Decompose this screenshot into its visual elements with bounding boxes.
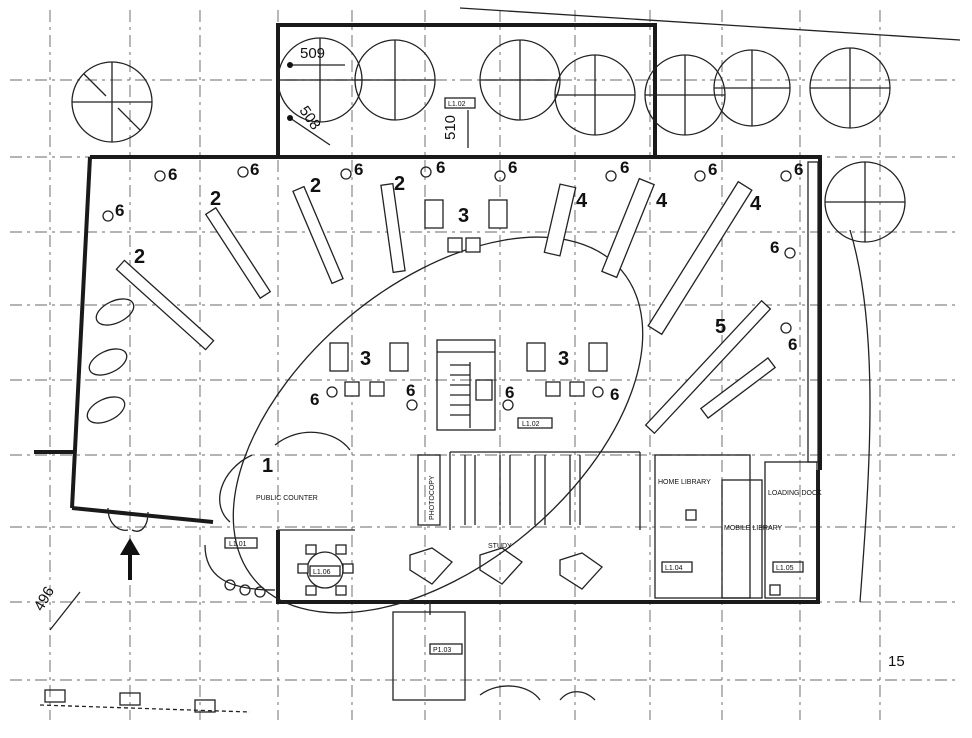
- section-mark-509: 509: [300, 45, 325, 62]
- building-walls: [34, 23, 822, 604]
- zone-number: 6: [505, 383, 514, 402]
- zone-number: 4: [750, 193, 762, 215]
- study-pods: [409, 547, 603, 590]
- photocopy-label: PHOTOCOPY: [429, 475, 436, 520]
- zone-number: 3: [558, 348, 569, 370]
- tree-icon: [644, 54, 726, 136]
- zone-number: 6: [354, 160, 363, 179]
- tree-icon: [71, 61, 153, 143]
- entry-arrow-icon: [120, 538, 140, 580]
- site-curve: [849, 229, 871, 603]
- public-counter-desk: [204, 431, 351, 598]
- public-counter-label: PUBLIC COUNTER: [256, 495, 318, 502]
- zone-number: 6: [610, 385, 619, 404]
- zone-labels: PUBLIC COUNTER PHOTOCOPY STUDY HOME LIBR…: [256, 475, 822, 550]
- section-markers: 509 508 510 496: [31, 45, 469, 631]
- room-tag: P1.03: [433, 647, 451, 654]
- tree-icon: [354, 39, 436, 121]
- zone-number: 2: [134, 246, 145, 268]
- room-tag: L1.01: [229, 541, 247, 548]
- shelving-zone-5: [644, 299, 777, 435]
- zone-numbers: 1 2 2 2 2 3 3 3 4 4 4 5 6 6 6 6 6 6 6 6 …: [115, 158, 803, 477]
- zone-number: 6: [620, 158, 629, 177]
- photocopy-area: [417, 454, 581, 526]
- tree-icon: [809, 47, 891, 129]
- zone-number: 1: [262, 455, 273, 477]
- site-trees: [71, 37, 906, 243]
- room-tags: L1.02 L1.01 L1.02 L1.06 L1.04 L1.05 P1.0…: [224, 97, 804, 655]
- room-tag: L1.02: [448, 101, 466, 108]
- tree-icon: [554, 54, 636, 136]
- site-boundary-line: [459, 7, 961, 41]
- zone-number: 6: [508, 158, 517, 177]
- zone-number: 6: [436, 158, 445, 177]
- tree-icon: [479, 39, 561, 121]
- zone-number: 6: [788, 335, 797, 354]
- zone-number: 6: [310, 390, 319, 409]
- section-mark-496: 496: [31, 584, 58, 614]
- section-mark-510: 510: [442, 115, 459, 140]
- meeting-table: [297, 544, 354, 596]
- table-group-3: [329, 199, 608, 397]
- zone-number: 6: [708, 160, 717, 179]
- room-tag: L1.04: [665, 565, 683, 572]
- zone-number: 2: [394, 173, 405, 195]
- seating-markers: [102, 166, 796, 411]
- mobile-library-label: MOBILE LIBRARY: [724, 525, 783, 532]
- zone-number: 4: [576, 190, 588, 212]
- zone-number: 6: [794, 160, 803, 179]
- zone-number: 6: [406, 381, 415, 400]
- main-entrance: [107, 507, 149, 580]
- zone-number: 3: [360, 348, 371, 370]
- room-tag: L1.06: [313, 569, 331, 576]
- sheet-stamp: 15: [888, 653, 905, 670]
- zone-number: 5: [715, 316, 726, 338]
- zone-number: 6: [250, 160, 259, 179]
- shelving-zone-4: [543, 177, 753, 336]
- service-rooms: [654, 454, 818, 599]
- zone-number: 2: [310, 175, 321, 197]
- zone-number: 2: [210, 188, 221, 210]
- central-ellipse: [232, 236, 644, 614]
- room-tag: L1.02: [522, 421, 540, 428]
- staircase: [436, 339, 496, 431]
- study-label: STUDY: [488, 543, 512, 550]
- lounge-chairs: [86, 298, 135, 424]
- loading-dock-label: LOADING DOCK: [768, 490, 822, 497]
- site-bollards: [39, 689, 251, 713]
- zone-number: 4: [656, 190, 668, 212]
- tree-icon: [713, 49, 791, 127]
- room-tag: L1.05: [776, 565, 794, 572]
- zone-number: 6: [168, 165, 177, 184]
- zone-number: 3: [458, 205, 469, 227]
- zone-number: 6: [115, 201, 124, 220]
- south-pavilion: [392, 600, 596, 701]
- home-library-label: HOME LIBRARY: [658, 479, 711, 486]
- tree-icon: [824, 161, 906, 243]
- zone-number: 6: [770, 238, 779, 257]
- shelving-zone-2: [115, 182, 406, 351]
